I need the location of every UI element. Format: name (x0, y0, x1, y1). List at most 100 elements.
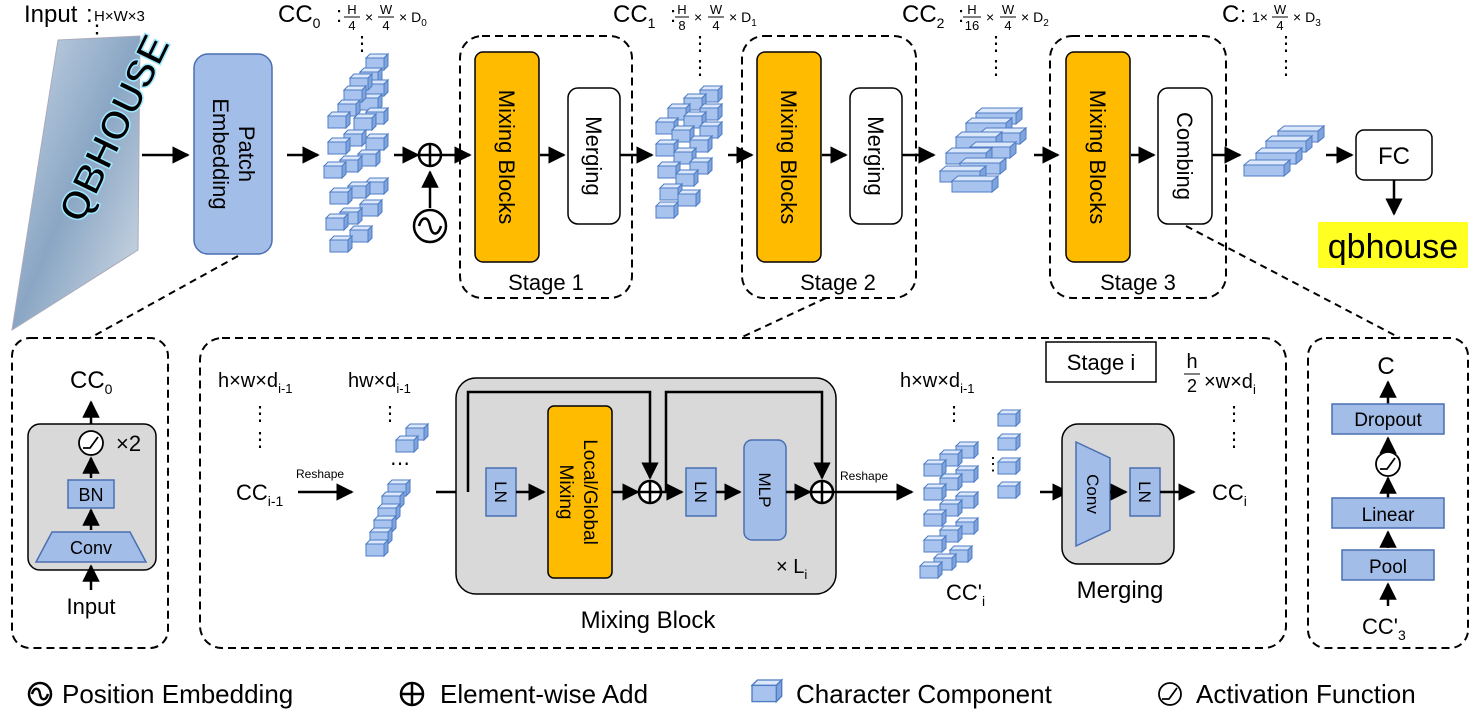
position-embedding-icon (412, 208, 448, 244)
patch-conv-label: Conv (70, 538, 112, 558)
svg-text:W: W (1002, 2, 1015, 17)
svg-text:⋮: ⋮ (1276, 57, 1296, 79)
svg-text:Activation Function: Activation Function (1196, 679, 1416, 709)
ln1-label: LN (491, 481, 510, 503)
local-global-label: Local/Global (579, 439, 600, 545)
cc0-cube-stack (323, 53, 389, 253)
stage1-label: Stage 1 (508, 270, 584, 295)
patch-embedding-label-1: Patch (234, 126, 259, 182)
svg-text:4: 4 (1004, 18, 1011, 33)
stage1-mixing-blocks-label: Mixing Blocks (494, 90, 519, 224)
svg-text:⋯: ⋯ (390, 453, 410, 475)
svg-text:⋮: ⋮ (250, 429, 270, 451)
svg-text:⋮: ⋮ (1224, 429, 1244, 451)
stage-3: Mixing Blocks Combing Stage 3 (1049, 35, 1227, 299)
svg-text:CCi: CCi (1212, 480, 1247, 509)
c-output-label: C : 1× W 4 × D3 ⋮ ⋮ (1222, 1, 1321, 79)
svg-text:16: 16 (965, 18, 979, 33)
legend: Position Embedding Element-wise Add Char… (27, 679, 1416, 709)
cc1-cube-stack (655, 85, 723, 219)
mixing-block-label: Mixing Block (581, 607, 717, 634)
stage-2: Mixing Blocks Merging Stage 2 (741, 35, 917, 299)
svg-text:H: H (967, 2, 976, 17)
output-text: qbhouse (1328, 228, 1458, 266)
svg-text:⋮: ⋮ (352, 33, 372, 55)
svg-text:×: × (365, 9, 373, 25)
svg-text:8: 8 (678, 18, 685, 33)
ln3-label: LN (1135, 481, 1154, 503)
top-pipeline: Input : H×W×3 ⋮ ⋮ QBHOUSE Patch Embeddin… (11, 1, 1468, 339)
cc2-slab-stack (939, 107, 1027, 193)
svg-text:h×w×di-1: h×w×di-1 (900, 370, 975, 396)
svg-text:⋮: ⋮ (1224, 403, 1244, 425)
cc1-label: CC1 : H 8 × W 4 × D1 ⋮ ⋮ (613, 1, 757, 79)
svg-text:h×w×di-1: h×w×di-1 (218, 370, 293, 396)
mixing-block: LN Local/Global Mixing LN MLP (455, 377, 837, 595)
svg-text:⋮: ⋮ (1276, 33, 1296, 55)
svg-text::: : (670, 2, 676, 27)
stage3-mixing-blocks-label: Mixing Blocks (1085, 90, 1110, 224)
cube-legend-icon (751, 679, 783, 703)
legend-element-wise-add: Element-wise Add (399, 679, 648, 709)
element-wise-add-icon (417, 142, 443, 168)
reshaped-cube-stack: ⋮ (919, 409, 1021, 579)
input-image: QBHOUSE (11, 27, 179, 332)
cc0-label: CC0 : H 4 × W 4 × D0 ⋮ (278, 1, 427, 55)
patch-embedding-detail-panel: CC0 ×2 BN Conv Input (11, 337, 169, 649)
input-dims: H×W×3 (94, 8, 145, 25)
svg-text:× D0: × D0 (399, 9, 427, 29)
svg-text:Element-wise Add: Element-wise Add (440, 679, 648, 709)
stage2-mixing-blocks-label: Mixing Blocks (776, 90, 801, 224)
stage-i-title: Stage i (1067, 350, 1136, 375)
patch-embedding-block: Patch Embedding (193, 53, 273, 255)
svg-text:×w×di: ×w×di (1204, 371, 1256, 397)
svg-text:CC1: CC1 (613, 1, 656, 31)
svg-text:⋮: ⋮ (250, 403, 270, 425)
bn-label: BN (78, 485, 103, 505)
svg-text:CC0: CC0 (70, 367, 113, 397)
svg-text:4: 4 (382, 18, 389, 33)
fc-block: FC (1355, 129, 1433, 181)
stage-1: Mixing Blocks Merging Stage 1 (459, 35, 633, 299)
svg-text:W: W (380, 2, 393, 17)
svg-text:⋮: ⋮ (944, 403, 964, 425)
svg-text:× D3: × D3 (1293, 9, 1321, 29)
c-slab-stack (1243, 125, 1325, 177)
patch-input-label: Input (67, 594, 116, 619)
merging-block: Conv LN (1061, 423, 1175, 565)
reshape-label-1: Reshape (296, 467, 344, 481)
svg-text:Position Embedding: Position Embedding (62, 679, 293, 709)
add-legend-icon (399, 681, 425, 707)
svg-text:1×: 1× (1252, 9, 1268, 25)
svg-text:hw×di-1: hw×di-1 (348, 370, 411, 396)
add-icon-2 (809, 479, 835, 505)
svg-text::: : (86, 1, 93, 28)
svg-text:CC2: CC2 (902, 1, 945, 31)
svg-text:⋮: ⋮ (986, 33, 1006, 55)
cc2-label: CC2 : H 16 × W 4 × D2 ⋮ ⋮ (902, 1, 1049, 79)
svg-text:CC'i: CC'i (946, 580, 985, 609)
svg-text:2: 2 (1187, 376, 1197, 396)
linear-label: Linear (1362, 505, 1415, 526)
stage2-label: Stage 2 (800, 270, 876, 295)
pool-label: Pool (1369, 557, 1407, 578)
activation-icon (78, 430, 104, 456)
stage2-merging-label: Merging (863, 116, 888, 195)
output-prediction: qbhouse (1318, 222, 1468, 268)
svg-text:⋮: ⋮ (380, 403, 400, 425)
svg-text:× D2: × D2 (1021, 9, 1049, 29)
combing-detail-panel: C Dropout Linear Pool CC'3 (1307, 337, 1469, 649)
svg-text:Character Component: Character Component (796, 679, 1053, 709)
svg-text:4: 4 (712, 18, 719, 33)
svg-text::: : (336, 2, 342, 27)
svg-text:×: × (694, 9, 702, 25)
legend-position-embedding: Position Embedding (27, 679, 293, 709)
merge-conv-label: Conv (1083, 474, 1102, 514)
svg-text:h: h (1186, 351, 1197, 373)
dropout-label: Dropout (1354, 410, 1422, 431)
combing-output-label: C (1377, 353, 1394, 380)
position-embedding-legend-icon (27, 681, 53, 707)
svg-text:×: × (986, 9, 994, 25)
svg-text:CC0: CC0 (278, 1, 321, 31)
reshape-label-2: Reshape (840, 469, 888, 483)
